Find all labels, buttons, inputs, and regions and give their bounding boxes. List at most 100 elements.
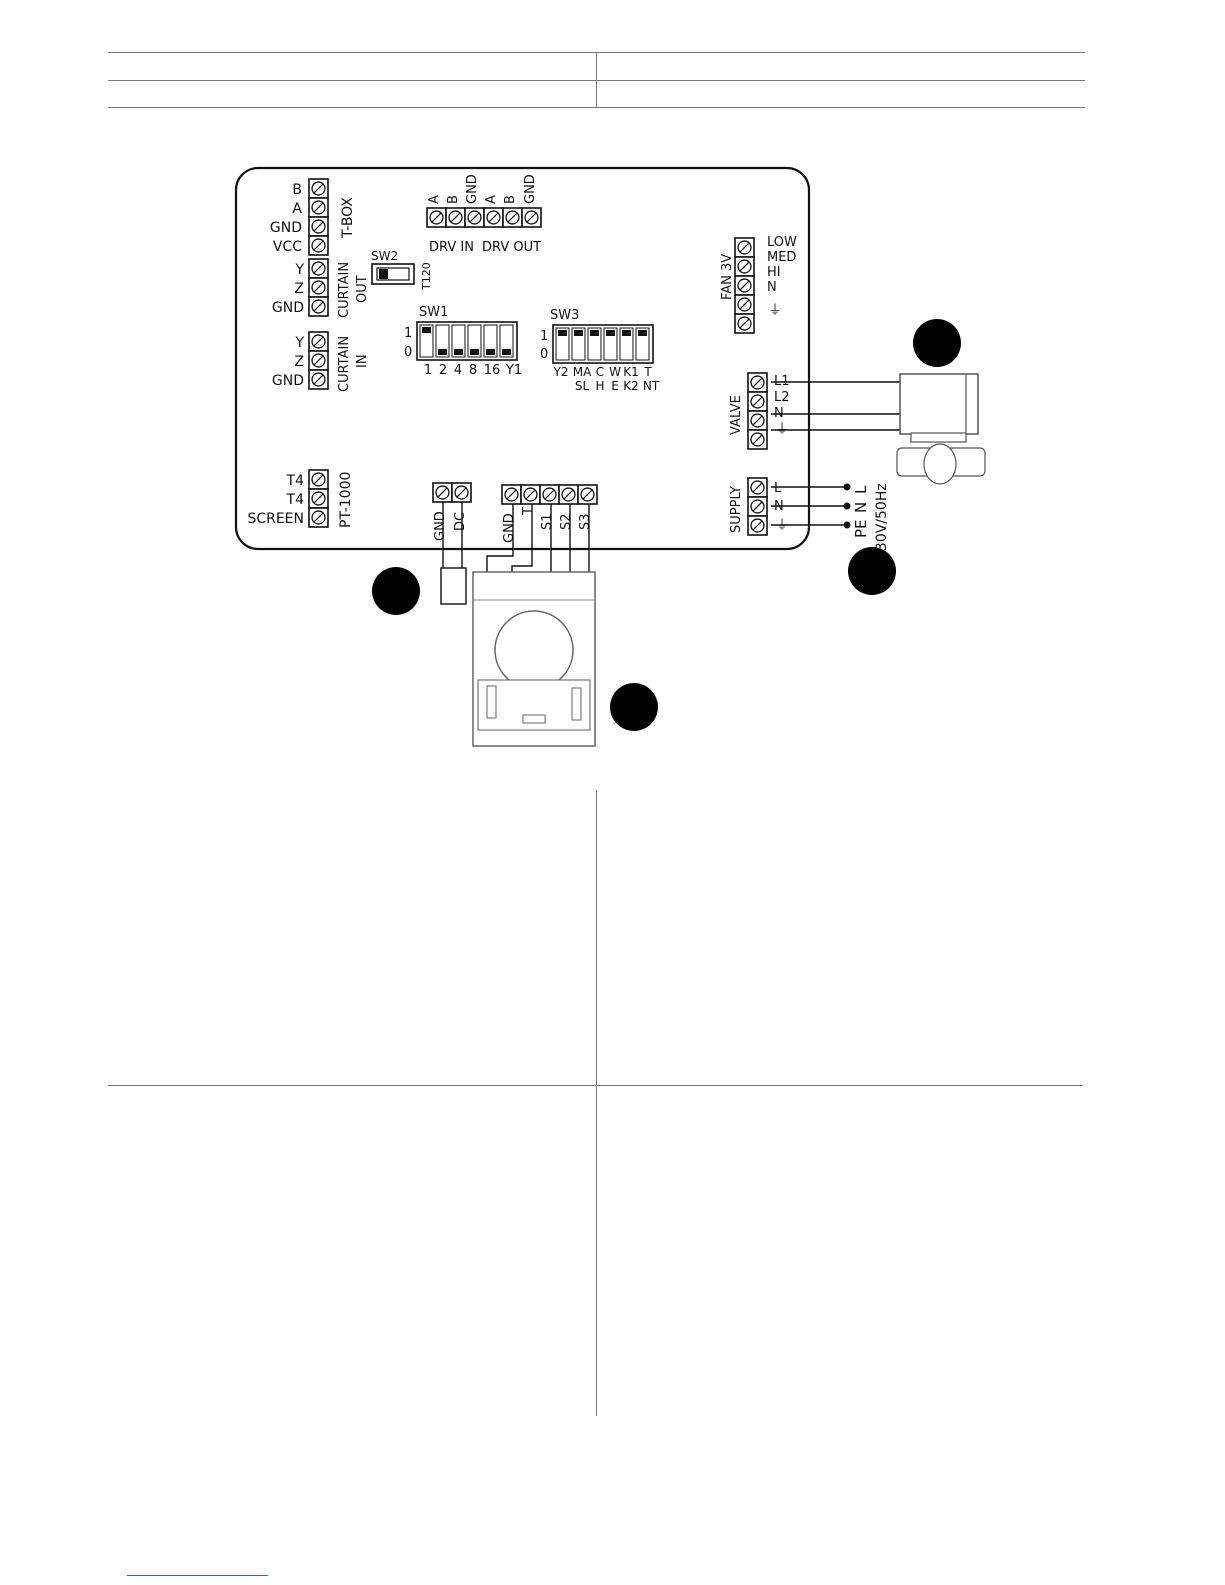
- supply-pin-label: N: [774, 499, 784, 514]
- terminal-screw-slot: [752, 482, 763, 493]
- terminal-screw: [750, 413, 765, 428]
- terminal-screw-slot: [313, 240, 324, 251]
- pt1000-pin-label: T4: [286, 492, 305, 508]
- terminal-screw-slot: [313, 355, 324, 366]
- terminal-screw-slot: [739, 299, 750, 310]
- terminal-screw: [429, 210, 444, 225]
- fan-pin-label: HI: [767, 265, 781, 280]
- supply-wire-dot: [843, 502, 851, 510]
- curtain-in-title: IN: [355, 354, 370, 368]
- terminal-screw: [448, 210, 463, 225]
- terminal-screw: [750, 432, 765, 447]
- tbox-pin-label: B: [292, 182, 302, 198]
- terminal-screw: [737, 297, 752, 312]
- supply-ext-label: PE: [852, 519, 870, 538]
- curtain-in-pin-label: GND: [272, 373, 304, 389]
- terminal-screw-slot: [488, 212, 499, 223]
- sw1-bit-label: 4: [454, 363, 462, 378]
- supply-ext-label: N: [852, 502, 870, 513]
- terminal-screw-slot: [313, 221, 324, 232]
- terminal-screw: [486, 210, 501, 225]
- marker-supply: [848, 547, 896, 595]
- terminal-screw: [311, 353, 326, 368]
- terminal-screw: [454, 485, 469, 500]
- fan-pin-label: N: [767, 280, 777, 295]
- dc-pin-label: DC: [453, 512, 468, 531]
- curtain-in-title: CURTAIN: [337, 336, 352, 392]
- terminal-screw: [311, 334, 326, 349]
- curtain-in-pin-label: Z: [294, 354, 304, 370]
- sw3-top-label: MA: [573, 365, 592, 379]
- terminal-screw: [311, 510, 326, 525]
- lower-col-divider-upper: [596, 790, 597, 1085]
- terminal-screw: [750, 499, 765, 514]
- valve-title: VALVE: [729, 395, 744, 435]
- drv-pin-label: GND: [465, 174, 480, 204]
- sw3-lever: [558, 330, 567, 336]
- terminal-screw: [311, 181, 326, 196]
- sensor-pin-label: S2: [559, 513, 574, 530]
- terminal-screw-slot: [506, 489, 517, 500]
- terminal-screw-slot: [752, 396, 763, 407]
- terminal-screw-slot: [739, 280, 750, 291]
- pt1000-pin-label: T4: [286, 473, 305, 489]
- pt1000-pin-label: SCREEN: [247, 511, 304, 527]
- terminal-screw: [750, 375, 765, 390]
- supply-pin-label: L: [774, 481, 782, 496]
- lower-horizontal-rule: [108, 1085, 1083, 1086]
- marker-dc-contact: [372, 567, 420, 615]
- fan-pin-label: MED: [767, 250, 796, 265]
- terminal-screw: [750, 480, 765, 495]
- terminal-screw-slot: [739, 261, 750, 272]
- dc-pin-label: GND: [433, 511, 448, 541]
- terminal-screw-slot: [456, 487, 467, 498]
- sw1-lever: [422, 327, 431, 333]
- terminal-screw-slot: [313, 493, 324, 504]
- sensor-pin-label: GND: [502, 513, 517, 543]
- sw1-label: SW1: [419, 305, 448, 320]
- curtain-in-pin-label: Y: [294, 335, 304, 351]
- terminal-screw-slot: [313, 474, 324, 485]
- supply-wire-dot: [843, 521, 851, 529]
- sw3-one: 1: [540, 329, 548, 344]
- devices: [372, 319, 986, 747]
- tbox-pin-label: A: [292, 201, 302, 217]
- terminal-screw-slot: [313, 374, 324, 385]
- curtain-out-title: OUT: [355, 275, 370, 303]
- terminal-screw: [561, 487, 576, 502]
- terminal-screw: [311, 372, 326, 387]
- terminal-screw: [737, 259, 752, 274]
- lower-col-divider-lower: [596, 1086, 597, 1416]
- valve-actuator: [899, 373, 979, 435]
- terminal-screw-slot: [752, 434, 763, 445]
- terminal-screw-slot: [752, 415, 763, 426]
- table-col-divider: [596, 52, 597, 107]
- thermostat-fan-switch: [571, 687, 582, 721]
- pt1000-title: PT-1000: [338, 472, 354, 528]
- terminal-screw-slot: [525, 489, 536, 500]
- valve-earth-label: ⏚: [775, 422, 788, 437]
- footer-link-underline[interactable]: [127, 1575, 268, 1576]
- thermostat-onoff-switch: [522, 714, 546, 724]
- valve-pin-label: L2: [774, 390, 790, 405]
- sw3-zero: 0: [540, 347, 548, 362]
- sw3-bottom-label: NT: [643, 379, 660, 393]
- terminal-screw-slot: [752, 377, 763, 388]
- terminal-screw: [580, 487, 595, 502]
- drv-pin-label: B: [446, 195, 461, 204]
- sw1-lever: [502, 349, 511, 355]
- drv-pin-label: B: [503, 195, 518, 204]
- supply-voltage: 230V/50Hz: [874, 483, 890, 560]
- sensor-wire-gnd: [486, 504, 514, 580]
- sensor-pin-label: S3: [578, 513, 593, 530]
- sw1-lever: [486, 349, 495, 355]
- terminal-screw: [542, 487, 557, 502]
- table-bottom-rule: [108, 107, 1085, 108]
- controller-board: [234, 166, 811, 551]
- sensor-pin-label: T: [521, 507, 536, 516]
- sw3-bottom-label: H: [595, 379, 604, 393]
- sw1-zero: 0: [404, 345, 412, 360]
- terminal-screw: [311, 280, 326, 295]
- terminal-screw: [737, 240, 752, 255]
